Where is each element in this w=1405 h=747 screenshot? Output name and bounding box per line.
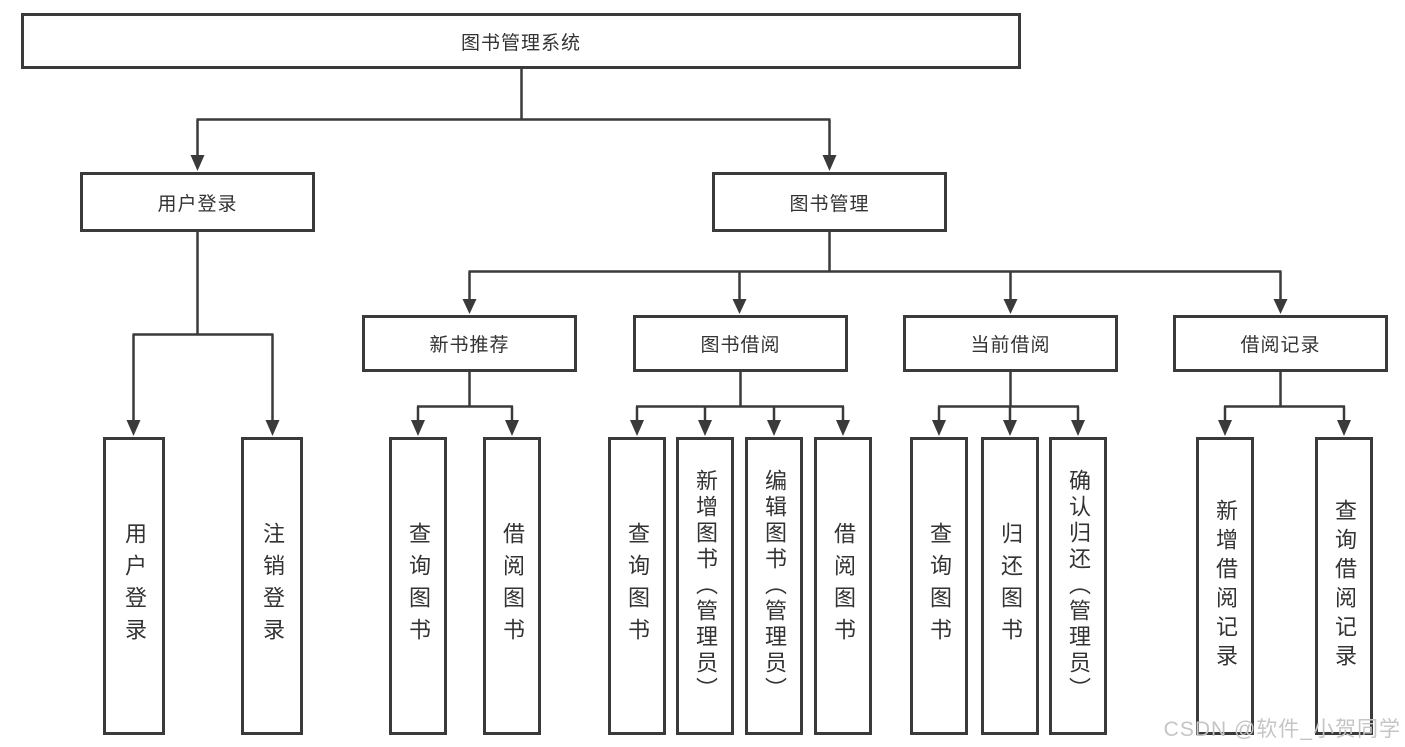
leaf-query-borrow-record: 查询借阅记录 [1315, 437, 1373, 735]
leaf-add-books-admin-label: 新增图书（管理员） [693, 469, 718, 703]
leaf-logout: 注销登录 [241, 437, 303, 735]
leaf-borrow-books-1: 借阅图书 [483, 437, 541, 735]
leaf-query-books-1: 查询图书 [389, 437, 447, 735]
node-borrow-records-label: 借阅记录 [1240, 335, 1321, 356]
leaf-confirm-return-admin-label: 确认归还（管理员） [1066, 469, 1091, 703]
node-new-book-recommend: 新书推荐 [362, 315, 577, 372]
leaf-add-borrow-record: 新增借阅记录 [1196, 437, 1254, 735]
leaf-query-books-3: 查询图书 [910, 437, 968, 735]
leaf-query-books-2: 查询图书 [608, 437, 666, 735]
arrowheads [126, 155, 1351, 436]
leaf-query-borrow-record-label: 查询借阅记录 [1332, 499, 1357, 673]
node-book-borrow: 图书借阅 [633, 315, 848, 372]
node-current-borrow: 当前借阅 [903, 315, 1118, 372]
node-user-login: 用户登录 [80, 172, 315, 232]
node-user-login-label: 用户登录 [157, 193, 238, 215]
leaf-query-books-3-label: 查询图书 [927, 522, 952, 650]
leaf-query-books-1-label: 查询图书 [406, 522, 431, 650]
node-new-book-recommend-label: 新书推荐 [429, 335, 510, 356]
node-current-borrow-label: 当前借阅 [970, 335, 1051, 356]
leaf-borrow-books-2-label: 借阅图书 [831, 522, 856, 650]
leaf-return-books: 归还图书 [981, 437, 1039, 735]
leaf-add-books-admin: 新增图书（管理员） [676, 437, 734, 735]
leaf-borrow-books-1-label: 借阅图书 [500, 522, 525, 650]
leaf-edit-books-admin: 编辑图书（管理员） [745, 437, 803, 735]
node-book-management: 图书管理 [712, 172, 947, 232]
node-book-borrow-label: 图书借阅 [700, 335, 781, 356]
leaf-query-books-2-label: 查询图书 [625, 522, 650, 650]
node-borrow-records: 借阅记录 [1173, 315, 1388, 372]
leaf-user-login-label: 用户登录 [122, 522, 147, 650]
leaf-return-books-label: 归还图书 [998, 522, 1023, 650]
leaf-borrow-books-2: 借阅图书 [814, 437, 872, 735]
leaf-confirm-return-admin: 确认归还（管理员） [1049, 437, 1107, 735]
leaf-edit-books-admin-label: 编辑图书（管理员） [762, 469, 787, 703]
node-root-label: 图书管理系统 [460, 32, 581, 54]
node-root: 图书管理系统 [21, 13, 1021, 69]
leaf-user-login: 用户登录 [103, 437, 165, 735]
node-book-management-label: 图书管理 [789, 193, 870, 215]
leaf-logout-label: 注销登录 [260, 522, 285, 650]
leaf-add-borrow-record-label: 新增借阅记录 [1213, 499, 1238, 673]
